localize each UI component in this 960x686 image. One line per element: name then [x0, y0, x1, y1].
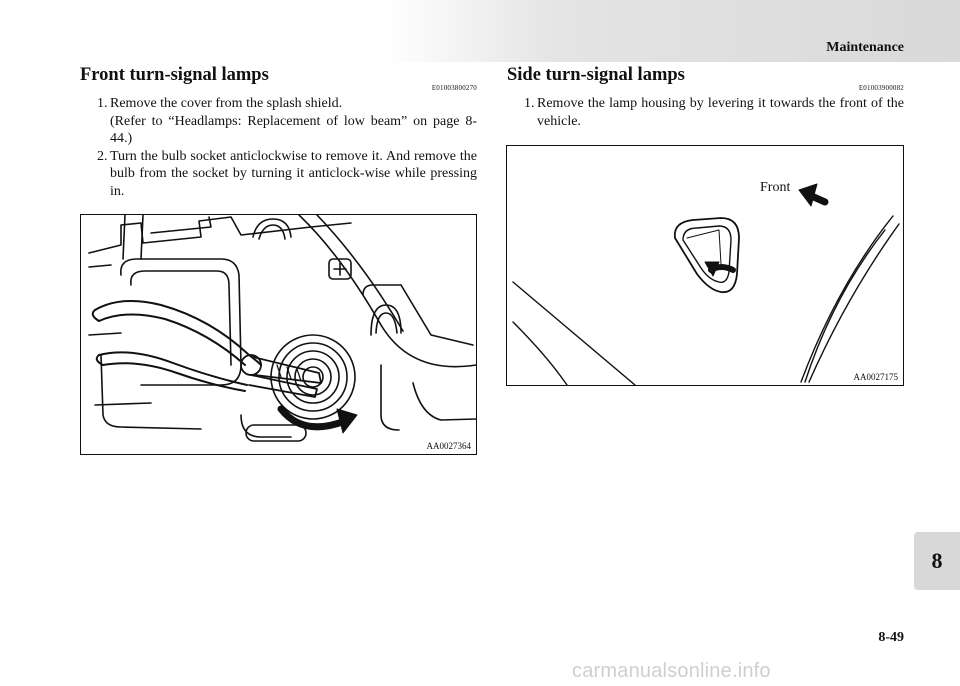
step-number: 1.	[97, 96, 108, 111]
section-title-front-turn-signal: Front turn-signal lamps	[80, 65, 269, 85]
side-lamp-illustration	[512, 183, 900, 386]
steps-list: 1. Remove the lamp housing by levering i…	[507, 95, 904, 130]
step-note: (Refer to “Headlamps: Replacement of low…	[110, 113, 477, 147]
steps-list: 1. Remove the cover from the splash shie…	[80, 95, 477, 200]
step-item: 1. Remove the lamp housing by levering i…	[507, 95, 904, 130]
section-code: E01003800270	[431, 84, 477, 92]
header-band	[385, 0, 960, 62]
figure-code: AA0027175	[853, 372, 899, 382]
pliers-bulb-socket-illustration	[88, 214, 477, 442]
step-text: Remove the cover from the splash shield.	[110, 96, 343, 111]
step-text: Remove the lamp housing by levering it t…	[537, 96, 904, 129]
step-number: 2.	[97, 148, 108, 164]
step-item: 1. Remove the cover from the splash shie…	[80, 95, 477, 148]
figure-code: AA0027364	[426, 441, 472, 451]
section-title-side-turn-signal: Side turn-signal lamps	[507, 65, 685, 85]
step-text: Turn the bulb socket anticlockwise to re…	[110, 148, 477, 199]
chapter-tab: 8	[914, 532, 960, 590]
page-header-title: Maintenance	[826, 40, 904, 55]
figure-front-turn-signal-removal: AA0027364	[80, 214, 477, 455]
right-column: Side turn-signal lamps E01003900082 1. R…	[507, 64, 904, 130]
figure-side-turn-signal-removal: Front AA0027175	[506, 145, 904, 386]
left-column: Front turn-signal lamps E01003800270 1. …	[80, 64, 477, 200]
step-item: 2. Turn the bulb socket anticlockwise to…	[80, 148, 477, 201]
watermark-text: carmanualsonline.info	[572, 660, 771, 682]
page-number: 8-49	[878, 630, 904, 645]
front-label: Front	[760, 180, 791, 195]
step-number: 1.	[524, 96, 535, 111]
section-code: E01003900082	[858, 84, 904, 92]
